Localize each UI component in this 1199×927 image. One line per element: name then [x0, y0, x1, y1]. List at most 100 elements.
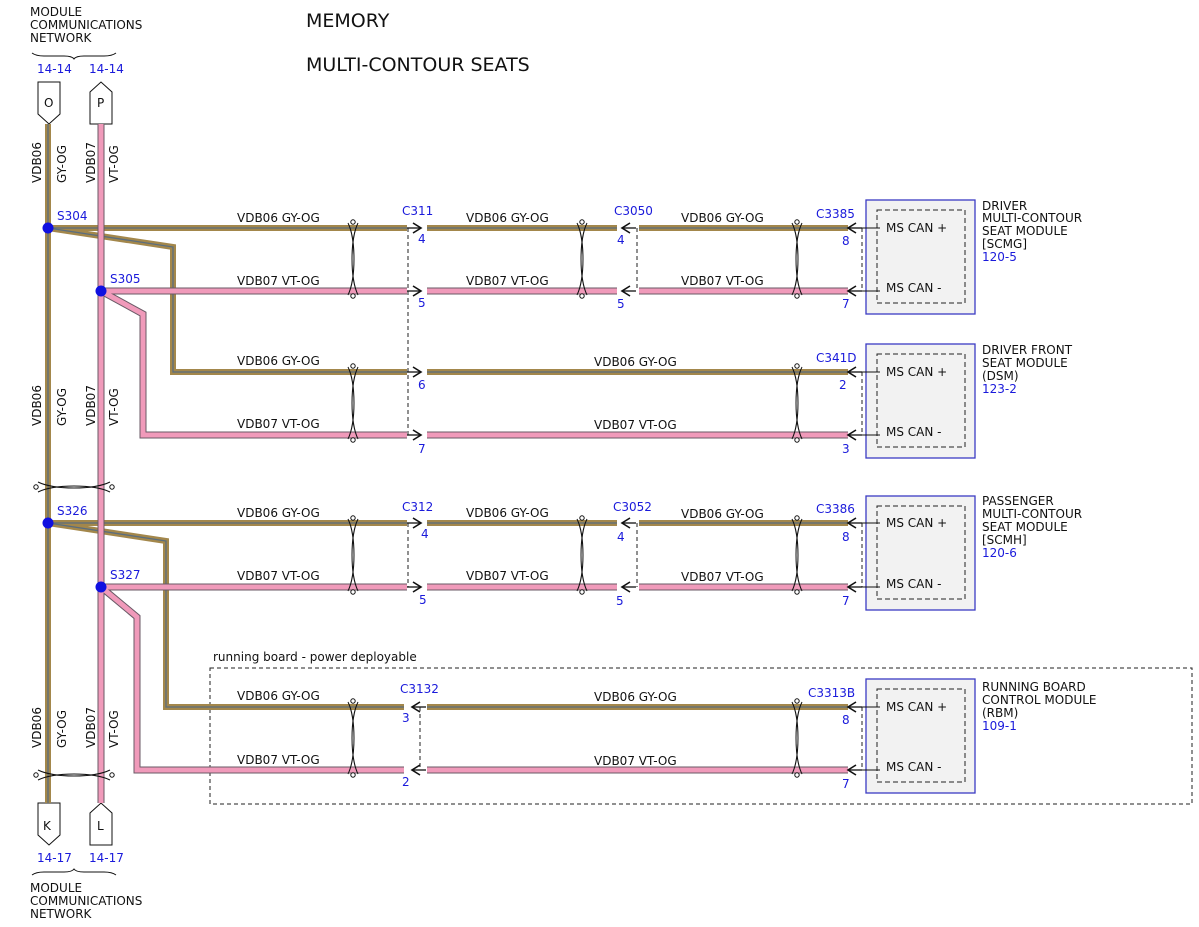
module-rbm-line1: RUNNING BOARD — [982, 680, 1086, 694]
wire-label: VDB07 VT-OG — [594, 754, 677, 768]
module-scmg-line1: DRIVER — [982, 199, 1027, 213]
splice-s326[interactable] — [42, 517, 54, 529]
network-bottom-ref-left[interactable]: 14-17 — [37, 851, 72, 865]
module-dsm-line2: SEAT MODULE — [982, 356, 1068, 370]
pin-number: 5 — [616, 594, 624, 608]
title-memory: MEMORY — [306, 10, 390, 32]
running-board-region — [209, 667, 1193, 805]
network-bottom-line3: NETWORK — [30, 907, 93, 921]
module-scmh-line4: [SCMH] — [982, 533, 1027, 547]
vt-og-wires — [97, 124, 848, 803]
bus-top-gy-color: GY-OG — [55, 145, 69, 183]
wire-label: VDB06 GY-OG — [681, 507, 764, 521]
connector-c3386: C3386 — [816, 502, 855, 516]
splice-s305-label[interactable]: S305 — [110, 272, 141, 286]
module-scmg-line4: [SCMG] — [982, 237, 1027, 251]
connector-k — [37, 802, 61, 846]
connector-c3313b: C3313B — [808, 686, 855, 700]
splice-s304[interactable] — [42, 222, 54, 234]
module-rbm[interactable]: MS CAN + MS CAN - RUNNING BOARD CONTROL … — [862, 678, 1097, 794]
pin-number: 2 — [839, 378, 847, 392]
module-dsm-line1: DRIVER FRONT — [982, 343, 1073, 357]
pin-number: 8 — [842, 713, 850, 727]
pin-number: 3 — [842, 442, 850, 456]
module-scmh-line1: PASSENGER — [982, 494, 1054, 508]
pin-number: 5 — [418, 296, 426, 310]
splice-s327-label[interactable]: S327 — [110, 568, 141, 582]
connector-c3050: C3050 — [614, 204, 653, 218]
pin-can-minus: MS CAN - — [886, 425, 942, 439]
wire-label: VDB06 GY-OG — [237, 354, 320, 368]
network-bottom-brace — [31, 868, 117, 876]
wire-labels: VDB06 GY-OG VDB06 GY-OG VDB06 GY-OG VDB0… — [237, 211, 764, 768]
wire-label: VDB06 GY-OG — [594, 355, 677, 369]
pin-number: 6 — [418, 378, 426, 392]
module-scmg-line3: SEAT MODULE — [982, 224, 1068, 238]
pin-can-minus: MS CAN - — [886, 577, 942, 591]
pin-number: 2 — [402, 775, 410, 789]
wire-label: VDB07 VT-OG — [237, 753, 320, 767]
bus-bottom-gy-color: GY-OG — [55, 710, 69, 748]
module-scmg-ref: 120-5 — [982, 250, 1017, 264]
splice-s326-label[interactable]: S326 — [57, 504, 88, 518]
module-rbm-line3: (RBM) — [982, 706, 1018, 720]
connector-c3132: C3132 — [400, 682, 439, 696]
pin-number: 8 — [842, 234, 850, 248]
bus-middle-vt-circuit: VDB07 — [84, 385, 98, 426]
module-scmg[interactable]: MS CAN + MS CAN - DRIVER MULTI-CONTOUR S… — [862, 199, 1082, 315]
wire-label: VDB07 VT-OG — [681, 274, 764, 288]
wire-label: VDB06 GY-OG — [466, 506, 549, 520]
pin-number: 7 — [842, 594, 850, 608]
wire-label: VDB06 GY-OG — [237, 506, 320, 520]
bus-top-vt-circuit: VDB07 — [84, 142, 98, 183]
wire-label: VDB07 VT-OG — [681, 570, 764, 584]
pin-number: 7 — [842, 777, 850, 791]
connector-l — [89, 802, 113, 846]
network-top-ref-right[interactable]: 14-14 — [89, 62, 124, 76]
pin-number: 4 — [617, 530, 625, 544]
bus-labels-middle: VDB06 GY-OG VDB07 VT-OG — [30, 385, 121, 426]
pin-can-minus: MS CAN - — [886, 760, 942, 774]
connector-labels[interactable]: C311 4 5 C3050 4 5 C3385 8 7 6 7 C341D 2… — [400, 204, 857, 791]
splice-s327[interactable] — [95, 581, 107, 593]
module-scmg-line2: MULTI-CONTOUR — [982, 211, 1082, 225]
bus-bottom-vt-color: VT-OG — [107, 710, 121, 748]
pin-number: 3 — [402, 711, 410, 725]
bus-top-gy-circuit: VDB06 — [30, 142, 44, 183]
wire-label: VDB06 GY-OG — [681, 211, 764, 225]
bus-middle-gy-circuit: VDB06 — [30, 385, 44, 426]
network-top-ref-left[interactable]: 14-14 — [37, 62, 72, 76]
module-rbm-ref: 109-1 — [982, 719, 1017, 733]
title-multi-contour-seats: MULTI-CONTOUR SEATS — [306, 54, 530, 76]
bus-bottom-gy-circuit: VDB06 — [30, 707, 44, 748]
bus-labels-bottom: VDB06 GY-OG VDB07 VT-OG — [30, 707, 121, 748]
pin-number: 4 — [617, 233, 625, 247]
wire-label: VDB07 VT-OG — [594, 418, 677, 432]
module-scmh-line2: MULTI-CONTOUR — [982, 507, 1082, 521]
module-scmh[interactable]: MS CAN + MS CAN - PASSENGER MULTI-CONTOU… — [862, 494, 1082, 611]
splice-s305[interactable] — [95, 285, 107, 297]
network-top-brace — [31, 52, 117, 60]
pin-number: 5 — [617, 297, 625, 311]
module-scmh-line3: SEAT MODULE — [982, 520, 1068, 534]
splice-s304-label[interactable]: S304 — [57, 209, 88, 223]
connector-c3052: C3052 — [613, 500, 652, 514]
bus-bottom-vt-circuit: VDB07 — [84, 707, 98, 748]
network-top-line1: MODULE — [30, 5, 82, 19]
wire-label: VDB06 GY-OG — [594, 690, 677, 704]
running-board-note: running board - power deployable — [213, 650, 417, 664]
pin-can-plus: MS CAN + — [886, 365, 947, 379]
pin-can-plus: MS CAN + — [886, 700, 947, 714]
module-rbm-line2: CONTROL MODULE — [982, 693, 1097, 707]
network-top-line2: COMMUNICATIONS — [30, 18, 142, 32]
pin-number: 7 — [418, 442, 426, 456]
module-scmh-ref: 120-6 — [982, 546, 1017, 560]
network-bottom-ref-right[interactable]: 14-17 — [89, 851, 124, 865]
connector-o-label: O — [44, 96, 53, 110]
connector-c312: C312 — [402, 500, 433, 514]
pin-number: 5 — [419, 593, 427, 607]
connector-k-label: K — [43, 819, 52, 833]
connector-c3385: C3385 — [816, 207, 855, 221]
module-dsm[interactable]: MS CAN + MS CAN - DRIVER FRONT SEAT MODU… — [862, 343, 1073, 459]
